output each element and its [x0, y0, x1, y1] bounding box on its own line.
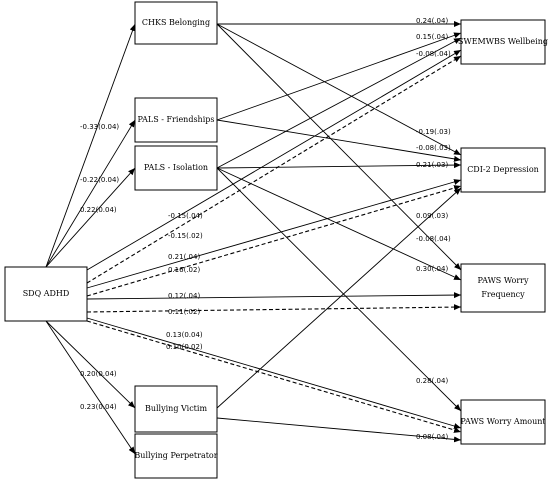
node-paws-worry-frequency: PAWS Worry Frequency: [460, 263, 546, 313]
path-coefficient-sdq-swem-b: -0.15(.02): [168, 232, 203, 240]
node-swemwbs-wellbeing-label: SWEMWBS Wellbeing: [458, 37, 548, 46]
path-line-chks-pawf: [216, 23, 462, 271]
path-victim-cdi: [216, 187, 462, 409]
path-palsi-pawa: [216, 167, 462, 412]
path-coefficient-chks-pawf: -0.08(.04): [416, 235, 451, 243]
path-line-chks-cdi: [216, 23, 462, 156]
path-line-palsi-swem: [216, 37, 462, 169]
path-line-sdq-palsi: [45, 167, 136, 268]
path-coefficient-palsf-cdi: -0.08(.03): [416, 144, 451, 152]
path-coefficient-palsi-cdi: 0.21(.03): [416, 161, 448, 169]
path-sdq-palsi: [45, 167, 136, 268]
node-pals-isolation: PALS - Isolation: [134, 145, 218, 191]
path-line-sdq-pawf-a: [86, 292, 462, 300]
path-line-sdq-victim: [45, 320, 136, 409]
path-coefficient-palsi-pawf: 0.30(.04): [416, 265, 448, 273]
path-sdq-victim: [45, 320, 136, 409]
node-chks-belonging-label: CHKS Belonging: [142, 18, 210, 27]
node-pals-friendships-label: PALS - Friendships: [138, 115, 215, 124]
path-sdq-palsf: [45, 119, 136, 268]
path-coefficient-palsf-swem: 0.15(.04): [416, 33, 448, 41]
path-line-victim-pawa: [216, 417, 462, 443]
path-sdq-pawa-b: [86, 320, 462, 433]
path-line-sdq-pawa-b: [86, 320, 462, 433]
path-coefficient-chks-swem: 0.24(.04): [416, 17, 448, 25]
path-coefficient-sdq-pawf-a: 0.12(.04): [168, 292, 200, 300]
node-paws-worry-amount: PAWS Worry Amount: [460, 399, 546, 445]
path-coefficient-victim-cdi: 0.09(.03): [416, 212, 448, 220]
node-paws-worry-frequency-label-2: Frequency: [481, 290, 525, 299]
path-line-sdq-swem-a: [86, 49, 462, 271]
node-paws-worry-amount-label: PAWS Worry Amount: [460, 417, 546, 426]
node-bullying-perpetrator: Bullying Perpetrator: [134, 433, 218, 479]
path-coefficient-sdq-pawa-a: 0.13(0.04): [166, 331, 203, 339]
path-line-palsf-swem: [216, 32, 462, 121]
path-coefficient-sdq-chks: -0.33(0.04): [80, 123, 119, 131]
path-palsf-cdi: [216, 119, 462, 162]
path-line-palsf-cdi: [216, 119, 462, 162]
path-sdq-swem-a: [86, 49, 462, 271]
path-line-sdq-cdi-b: [86, 185, 462, 297]
path-line-sdq-chks: [45, 23, 136, 268]
path-sdq-pawf-a: [86, 292, 462, 300]
path-coefficient-sdq-pawf-b: 0.11(.02): [168, 308, 200, 316]
path-line-palsi-cdi: [216, 162, 462, 169]
path-sdq-chks: [45, 23, 136, 268]
path-chks-cdi: [216, 23, 462, 156]
path-coefficient-sdq-palsf: -0.22(0.04): [80, 176, 119, 184]
path-coefficient-sdq-victim: 0.20(0.04): [80, 370, 117, 378]
path-palsf-swem: [216, 32, 462, 121]
node-pals-friendships: PALS - Friendships: [134, 97, 218, 143]
path-line-sdq-palsf: [45, 119, 136, 268]
node-sdq-adhd-label: SDQ ADHD: [23, 289, 70, 298]
path-sdq-swem-b: [86, 55, 462, 284]
path-sdq-cdi-b: [86, 185, 462, 297]
path-edges: [45, 21, 462, 455]
path-coefficient-sdq-swem-a: -0.15(.04): [168, 212, 203, 220]
path-chks-pawf: [216, 23, 462, 271]
path-line-sdq-swem-b: [86, 55, 462, 284]
path-coefficient-sdq-cdi-b: 0.16(.02): [168, 266, 200, 274]
path-coefficient-chks-cdi: -0.19(.03): [416, 128, 451, 136]
path-sdq-cdi-a: [86, 179, 462, 289]
node-paws-worry-frequency-label-1: PAWS Worry: [477, 276, 528, 285]
path-line-palsi-pawf: [216, 167, 462, 281]
path-coefficient-victim-pawa: 0.08(.04): [416, 433, 448, 441]
path-sdq-pawa-a: [86, 317, 462, 429]
path-line-sdq-pawa-a: [86, 317, 462, 429]
path-coefficient-sdq-cdi-a: 0.21(.04): [168, 253, 200, 261]
path-palsi-cdi: [216, 162, 462, 169]
node-cdi2-depression-label: CDI-2 Depression: [467, 165, 539, 174]
node-sdq-adhd: SDQ ADHD: [4, 266, 88, 322]
path-palsi-swem: [216, 37, 462, 169]
path-coefficient-palsi-pawa: 0.28(.04): [416, 377, 448, 385]
node-swemwbs-wellbeing: SWEMWBS Wellbeing: [458, 19, 548, 65]
path-line-sdq-pawf-b: [86, 304, 462, 313]
node-chks-belonging: CHKS Belonging: [134, 1, 218, 45]
path-sdq-pawf-b: [86, 304, 462, 313]
node-bullying-victim: Bullying Victim: [134, 385, 218, 433]
path-coefficient-palsi-swem: -0.08(.04): [416, 50, 451, 58]
path-coefficient-sdq-palsi: 0.22(0.04): [80, 206, 117, 214]
node-pals-isolation-label: PALS - Isolation: [144, 163, 208, 172]
variable-nodes: SDQ ADHD CHKS Belonging PALS - Friendshi…: [4, 1, 548, 479]
path-coefficient-sdq-perp: 0.23(0.04): [80, 403, 117, 411]
path-line-sdq-perp: [45, 320, 136, 455]
path-palsi-pawf: [216, 167, 462, 281]
path-sdq-perp: [45, 320, 136, 455]
node-cdi2-depression: CDI-2 Depression: [460, 147, 546, 193]
coefficient-labels: -0.33(0.04) -0.22(0.04) 0.22(0.04) 0.20(0.0…: [80, 17, 451, 441]
path-line-victim-cdi: [216, 187, 462, 409]
path-line-sdq-cdi-a: [86, 179, 462, 289]
node-bullying-victim-label: Bullying Victim: [145, 404, 207, 413]
path-line-palsi-pawa: [216, 167, 462, 412]
path-victim-pawa: [216, 417, 462, 443]
node-bullying-perpetrator-label: Bullying Perpetrator: [134, 451, 217, 460]
path-coefficient-sdq-pawa-b: 0.10(0.02): [166, 343, 203, 351]
